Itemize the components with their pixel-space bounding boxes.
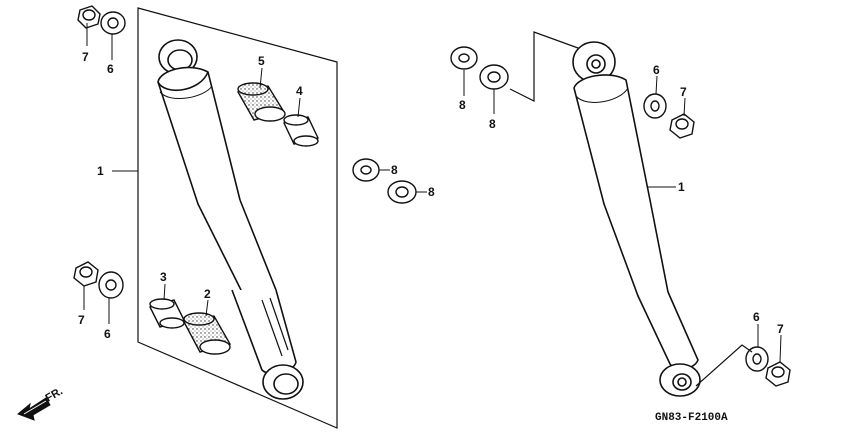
bushing-5 xyxy=(236,82,286,122)
nut-7-top-left xyxy=(77,5,101,29)
front-direction-arrow xyxy=(17,397,51,421)
leader-lines xyxy=(83,23,782,363)
callout-6-top-left: 6 xyxy=(107,62,114,76)
callout-8-right-a: 8 xyxy=(459,98,466,112)
callout-7-right-bottom: 7 xyxy=(777,322,784,336)
nut-7-right-top xyxy=(669,113,695,139)
washer-8-middle-b xyxy=(387,180,417,204)
nut-7-bottom-left xyxy=(73,261,99,287)
assembly-outline xyxy=(137,7,338,429)
washer-8-middle-a xyxy=(352,158,380,182)
washer-6-right-top xyxy=(643,93,667,119)
nut-7-right-bottom xyxy=(765,361,791,387)
callout-7-bottom-left: 7 xyxy=(78,313,85,327)
callout-8-middle-b: 8 xyxy=(428,185,435,199)
callout-3: 3 xyxy=(160,270,167,284)
callout-7-right-top: 7 xyxy=(680,85,687,99)
bracket-line-bottom xyxy=(695,344,753,387)
callout-6-bottom-left: 6 xyxy=(104,327,111,341)
callout-4: 4 xyxy=(296,84,303,98)
washer-6-top-left xyxy=(100,11,126,35)
washer-8-right-b xyxy=(479,64,509,90)
callout-2: 2 xyxy=(204,287,211,301)
callout-1-right: 1 xyxy=(678,180,685,194)
bracket-line-top xyxy=(509,31,579,102)
callout-5: 5 xyxy=(258,54,265,68)
callout-1-left: 1 xyxy=(97,164,104,178)
washer-6-bottom-left xyxy=(98,271,124,299)
collar-4 xyxy=(283,114,319,147)
callout-7-top-left: 7 xyxy=(82,50,89,64)
left-shock-absorber xyxy=(157,39,304,400)
callout-8-right-b: 8 xyxy=(489,117,496,131)
callout-6-right-top: 6 xyxy=(653,63,660,77)
washer-8-right-a xyxy=(450,46,478,70)
washer-6-right-bottom xyxy=(745,346,769,372)
callout-8-middle-a: 8 xyxy=(391,163,398,177)
direction-label: FR. xyxy=(44,385,65,404)
right-shock-absorber xyxy=(572,41,701,397)
callout-6-right-bottom: 6 xyxy=(753,310,760,324)
bushing-2 xyxy=(182,312,232,355)
drawing-code: GN83-F2100A xyxy=(655,412,728,424)
collar-3 xyxy=(148,298,186,329)
